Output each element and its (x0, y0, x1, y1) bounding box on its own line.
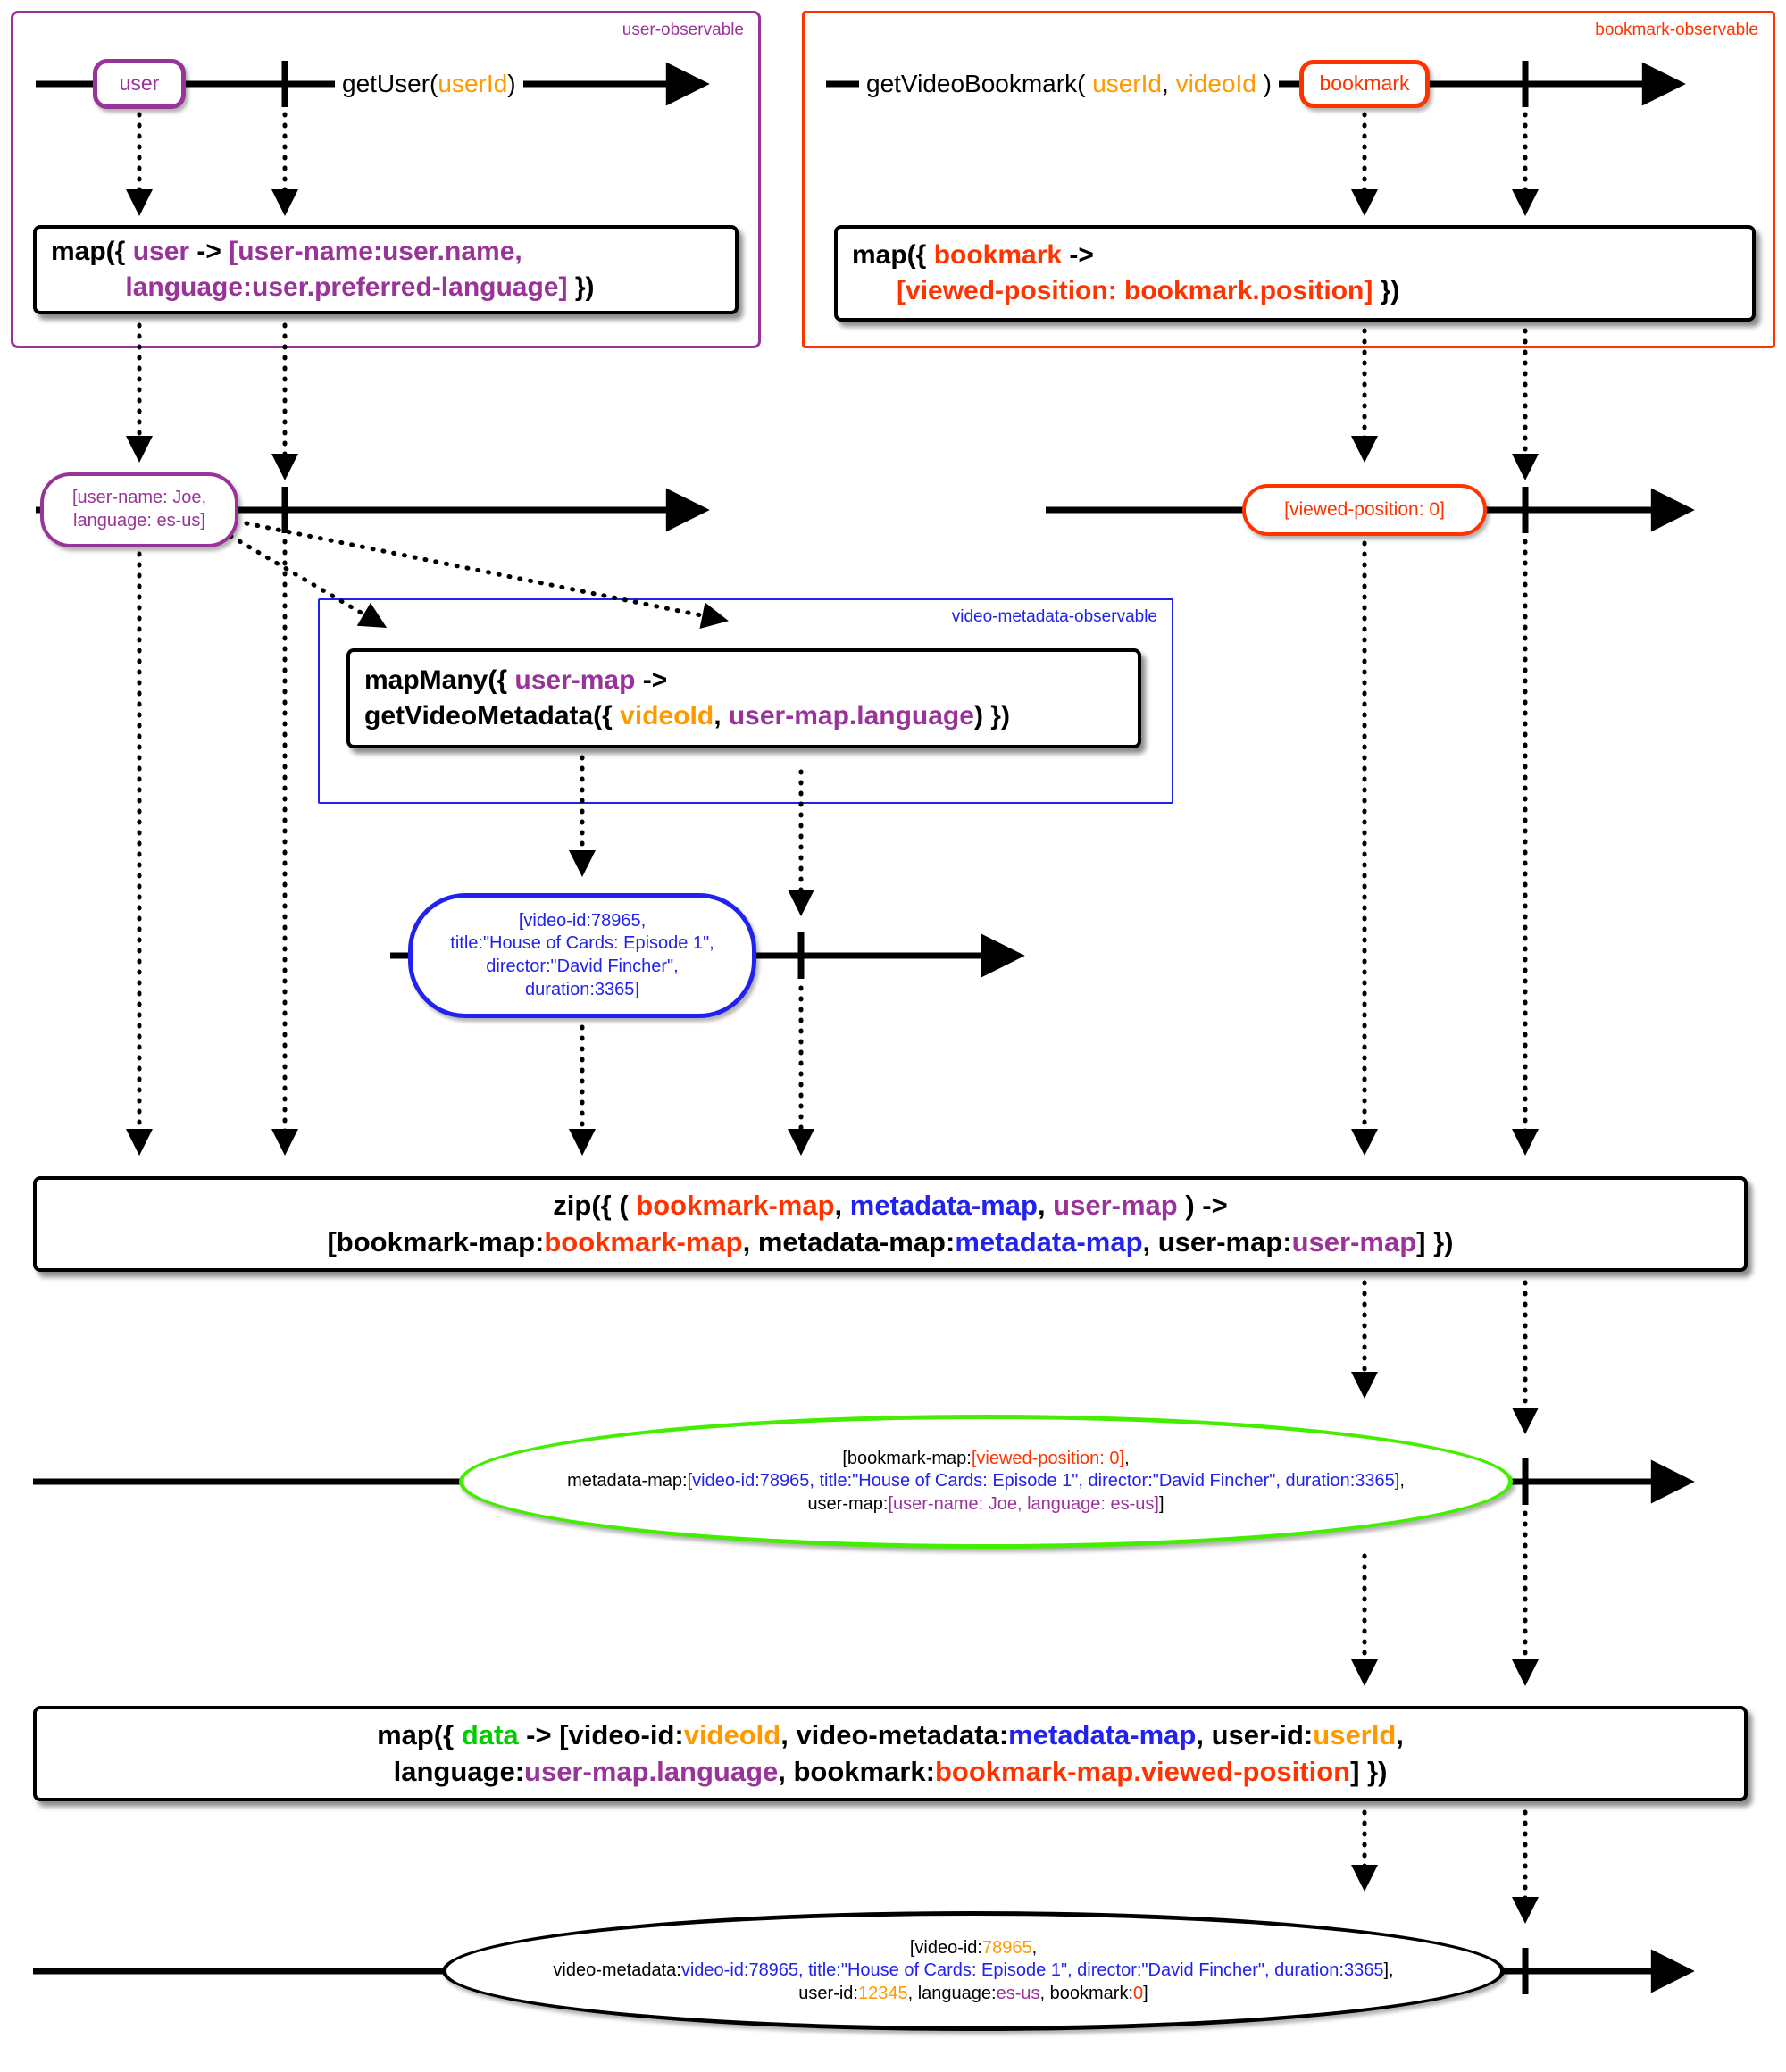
get-user-label: getUser(userId) (335, 70, 523, 98)
map-user-operator-text: map({ user -> [user-name:user.name, lang… (51, 237, 595, 302)
emission-arrows (126, 112, 1539, 1924)
video-metadata-marble-text: [video-id:78965,title:"House of Cards: E… (450, 910, 714, 999)
completion-ticks (281, 61, 1529, 1994)
video-metadata-observable-label: video-metadata-observable (951, 607, 1157, 626)
timelines (33, 62, 1695, 1993)
final-marble: [video-id:78965,video-metadata:video-id:… (442, 1911, 1505, 2031)
map-user-operator: map({ user -> [user-name:user.name, lang… (33, 225, 739, 314)
dashed-arrow-diagonal (244, 521, 729, 629)
bookmark-map-marble: [viewed-position: 0] (1242, 484, 1487, 536)
user-map-marble: [user-name: Joe,language: es-us] (40, 472, 238, 547)
dashed-arrow-diagonal (228, 533, 388, 629)
user-observable-panel: user-observable (11, 11, 761, 348)
zip-operator-text: zip({ ( bookmark-map, metadata-map, user… (327, 1189, 1454, 1257)
bookmark-marble: bookmark (1299, 60, 1430, 108)
map-bookmark-operator: map({ bookmark -> [viewed-position: book… (834, 225, 1756, 322)
zipped-marble: [bookmark-map:[viewed-position: 0],metad… (459, 1415, 1513, 1549)
bookmark-map-marble-text: [viewed-position: 0] (1284, 498, 1445, 520)
user-marble-text: user (119, 71, 160, 96)
final-marble-text: [video-id:78965,video-metadata:video-id:… (553, 1937, 1394, 2003)
zipped-marble-text: [bookmark-map:[viewed-position: 0],metad… (567, 1448, 1405, 1514)
zip-operator: zip({ ( bookmark-map, metadata-map, user… (33, 1176, 1748, 1272)
get-video-bookmark-label: getVideoBookmark( userId, videoId ) (859, 70, 1279, 98)
map-many-operator: mapMany({ user-map ->getVideoMetadata({ … (346, 648, 1141, 748)
bookmark-observable-label: bookmark-observable (1595, 21, 1758, 39)
user-map-marble-text: [user-name: Joe,language: es-us] (71, 488, 207, 531)
map-final-operator-text: map({ data -> [video-id:videoId, video-m… (377, 1718, 1404, 1787)
user-marble: user (93, 59, 186, 109)
video-metadata-marble: [video-id:78965,title:"House of Cards: E… (408, 893, 756, 1018)
bookmark-marble-text: bookmark (1319, 71, 1410, 96)
map-many-operator-text: mapMany({ user-map ->getVideoMetadata({ … (364, 665, 1010, 731)
user-observable-label: user-observable (622, 21, 744, 39)
bookmark-observable-panel: bookmark-observable (802, 11, 1775, 348)
map-bookmark-operator-text: map({ bookmark -> [viewed-position: book… (852, 240, 1400, 305)
video-metadata-observable-panel: video-metadata-observable (318, 598, 1173, 804)
map-final-operator: map({ data -> [video-id:videoId, video-m… (33, 1706, 1748, 1801)
